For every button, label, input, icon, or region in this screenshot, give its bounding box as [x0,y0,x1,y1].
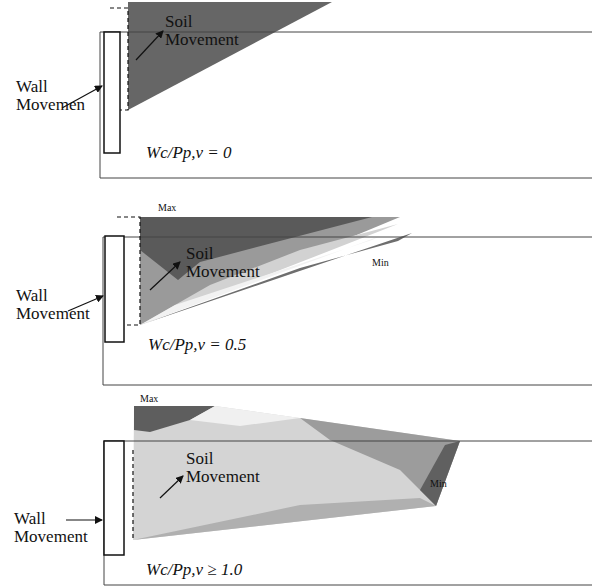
soil-movement-label: Soil Movement [186,245,276,281]
ratio-label: Wc/Pp,v = 0 [146,144,346,162]
wall-movement-label: Wall Movemen [16,78,96,114]
min-label: Min [430,479,470,490]
wall-movement-label: Wall Movement [14,510,100,546]
ratio-label: Wc/Pp,v ≥ 1.0 [146,561,346,579]
min-label: Min [372,258,412,269]
panel-two [68,217,592,385]
max-label: Max [140,394,180,405]
wall-movement-label: Wall Movement [16,287,102,323]
ratio-label: Wc/Pp,v = 0.5 [148,336,348,354]
soil-movement-label: Soil Movement [165,13,255,49]
panel-three [66,406,592,585]
soil-movement-label: Soil Movement [186,450,276,486]
max-label: Max [158,203,198,214]
panel-one [62,2,592,178]
